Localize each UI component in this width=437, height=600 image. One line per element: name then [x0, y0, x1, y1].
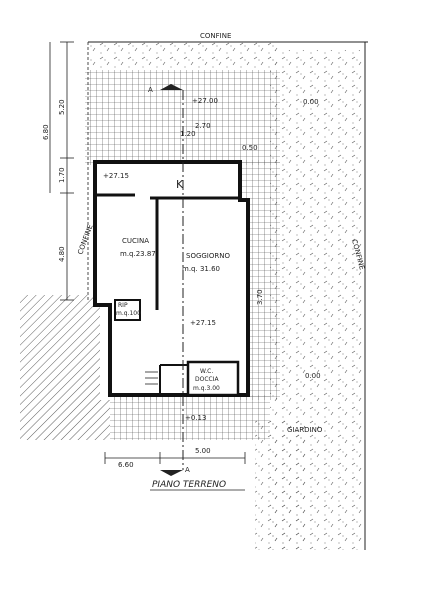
section-arrow-top — [160, 84, 183, 90]
giardino-label: GIARDINO — [287, 426, 323, 434]
dim-bottom-left: 6.60 — [118, 461, 134, 469]
wc-room — [186, 360, 240, 397]
elevation-cucina: +27.15 — [103, 172, 129, 180]
section-a-top: A — [148, 86, 153, 94]
confine-top-label: CONFINE — [200, 32, 231, 40]
elevation-soggiorno: +27.15 — [190, 319, 216, 327]
dim-left-mid: 1.70 — [58, 167, 66, 183]
wc-label: W.C. — [200, 368, 213, 375]
dim-right-side: 3.70 — [256, 289, 264, 305]
wc-area: m.q.3.00 — [193, 385, 220, 392]
rip-room — [114, 299, 141, 321]
section-a-bottom: A — [185, 466, 190, 474]
dim-left-lower: 4.80 — [58, 246, 66, 262]
paving-bottom — [110, 395, 270, 440]
plan-title: PIANO TERRENO — [152, 480, 226, 490]
stair-steps — [145, 371, 158, 385]
wc-sub: DOCCIA — [195, 376, 219, 383]
rip-sub: m.q.100 — [116, 310, 141, 317]
elevation-right-mid: 0.00 — [305, 372, 321, 380]
elevation-outside: +0.13 — [185, 414, 206, 422]
k-mark: K — [176, 178, 184, 191]
house-walls — [93, 160, 250, 397]
garden-area-top — [90, 40, 280, 70]
confine-left-label: CONFINE — [76, 223, 94, 255]
section-arrow-bottom — [160, 470, 183, 476]
dim-left-upper: 5.20 — [58, 99, 66, 115]
neighbour-hatch — [20, 295, 110, 440]
soggiorno-label: SOGGIORNO — [186, 252, 230, 260]
dim-left-total: 6.80 — [42, 124, 50, 140]
soggiorno-area: m.q. 31.60 — [182, 265, 220, 273]
dim-top-1: 2.70 — [195, 122, 211, 130]
garden-area-bottom — [255, 420, 305, 550]
dim-top-3: 0.50 — [242, 144, 258, 152]
rip-label: RIP — [118, 302, 128, 309]
dim-bottom-right: 5.00 — [195, 447, 211, 455]
elevation-top: +27.00 — [192, 97, 218, 105]
cucina-label: CUCINA — [122, 237, 149, 245]
elevation-right-top: 0.00 — [303, 98, 319, 106]
dim-top-2: 1.20 — [180, 130, 196, 138]
cucina-area: m.q.23.87 — [120, 250, 156, 258]
